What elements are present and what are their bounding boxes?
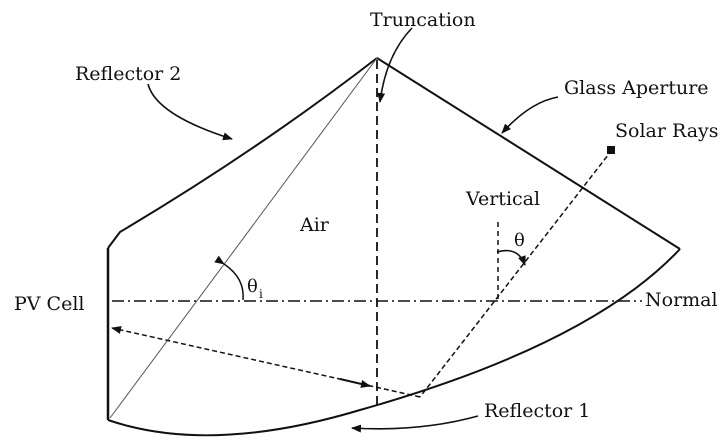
vertical-label: Vertical	[465, 188, 540, 210]
glass-aperture-pointer	[501, 96, 559, 134]
glass-aperture-line	[376, 57, 681, 250]
theta-i-angle-arc	[214, 255, 244, 301]
reflected-ray	[111, 326, 421, 398]
reflector-2-curve	[107, 57, 378, 249]
ray-direction-arrow	[339, 378, 371, 388]
reflector-1-curve	[107, 248, 681, 437]
air-label: Air	[299, 214, 330, 236]
theta-label: θ	[514, 230, 525, 251]
reflector-2-label: Reflector 2	[75, 63, 181, 85]
reflector-1-label: Reflector 1	[484, 400, 590, 422]
glass-aperture-label: Glass Aperture	[564, 77, 709, 99]
truncation-pointer	[377, 27, 413, 103]
pv-cell-label: PV Cell	[14, 293, 84, 315]
normal-label: Normal	[645, 289, 718, 311]
theta-i-subscript: i	[259, 287, 263, 301]
theta-i-label: θ	[247, 276, 258, 297]
solar-ray	[419, 149, 613, 398]
reflector-1-pointer	[351, 415, 479, 433]
diagonal-line	[109, 57, 378, 419]
solar-ray-source-marker	[607, 146, 615, 154]
truncation-label: Truncation	[370, 9, 476, 31]
reflector-2-pointer	[147, 83, 233, 141]
theta-angle-arc	[496, 249, 526, 266]
solar-rays-label: Solar Rays	[615, 120, 719, 142]
